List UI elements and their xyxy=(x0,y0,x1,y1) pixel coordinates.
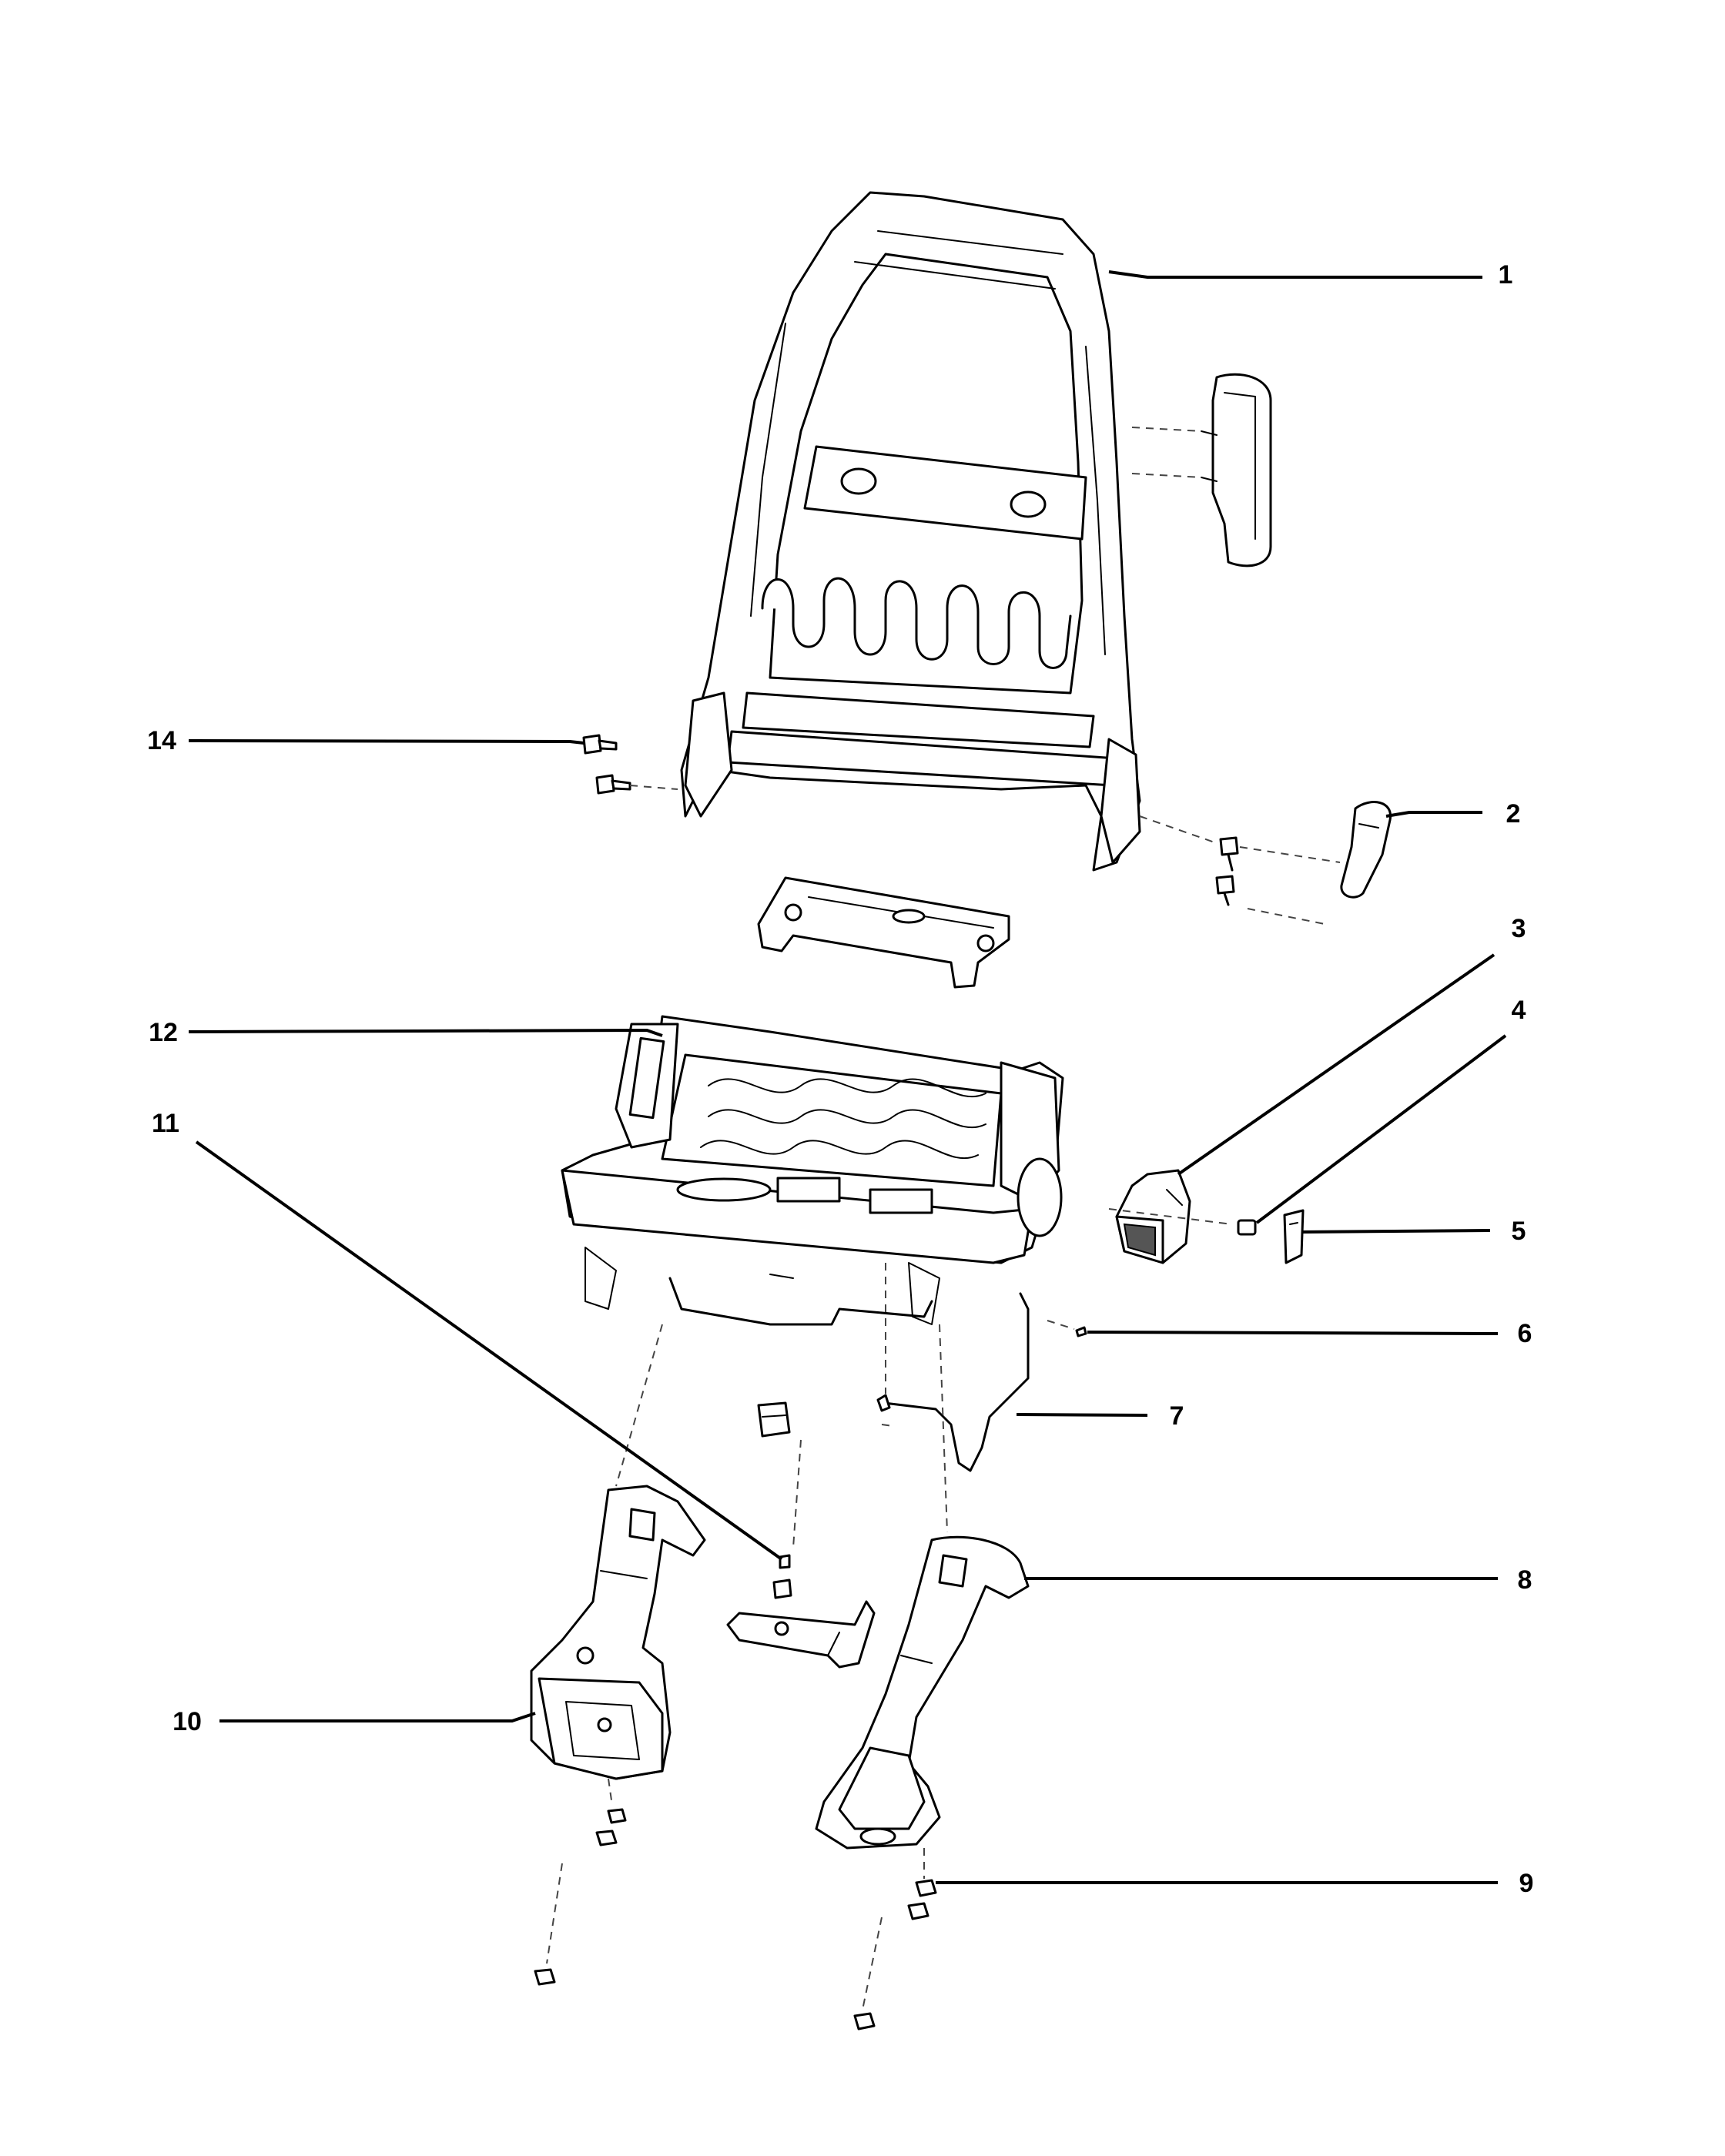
callout-5: 5 xyxy=(1512,1217,1526,1246)
callout-7: 7 xyxy=(1170,1401,1184,1431)
seat-cushion-frame xyxy=(561,1015,1064,1326)
bolts-right xyxy=(1139,815,1341,906)
callout-11: 11 xyxy=(152,1109,179,1138)
callout-leaders xyxy=(188,270,1507,1884)
side-bolster-pad xyxy=(1131,373,1272,567)
center-bracket xyxy=(726,1554,876,1669)
knob xyxy=(1108,1208,1257,1236)
callout-9: 9 xyxy=(1519,1869,1534,1898)
nuts-right xyxy=(853,1848,937,2030)
callout-4: 4 xyxy=(1512,996,1526,1025)
connector-block xyxy=(757,1401,791,1438)
right-riser xyxy=(815,1535,1030,1850)
seat-back-frame xyxy=(680,191,1141,872)
callout-1: 1 xyxy=(1499,260,1513,290)
callout-10: 10 xyxy=(172,1707,202,1736)
alignment-lines xyxy=(615,1263,948,1548)
callout-3: 3 xyxy=(1512,914,1526,943)
callout-14: 14 xyxy=(147,726,176,755)
callout-2: 2 xyxy=(1506,799,1521,829)
callout-8: 8 xyxy=(1518,1565,1532,1595)
left-riser xyxy=(530,1485,706,1780)
nuts-left xyxy=(534,1778,627,1986)
trim-cap xyxy=(1283,1209,1305,1264)
callout-12: 12 xyxy=(149,1018,178,1047)
callout-6: 6 xyxy=(1518,1319,1532,1348)
mounting-plate xyxy=(757,876,1010,989)
callout-labels: 1 2 3 4 5 6 7 8 9 10 11 12 14 xyxy=(147,260,1533,1898)
bolts-left xyxy=(582,734,678,795)
side-shield xyxy=(1115,1169,1191,1264)
recliner-handle xyxy=(1247,801,1392,925)
small-clip xyxy=(1047,1320,1087,1337)
control-cable xyxy=(876,1292,1030,1472)
